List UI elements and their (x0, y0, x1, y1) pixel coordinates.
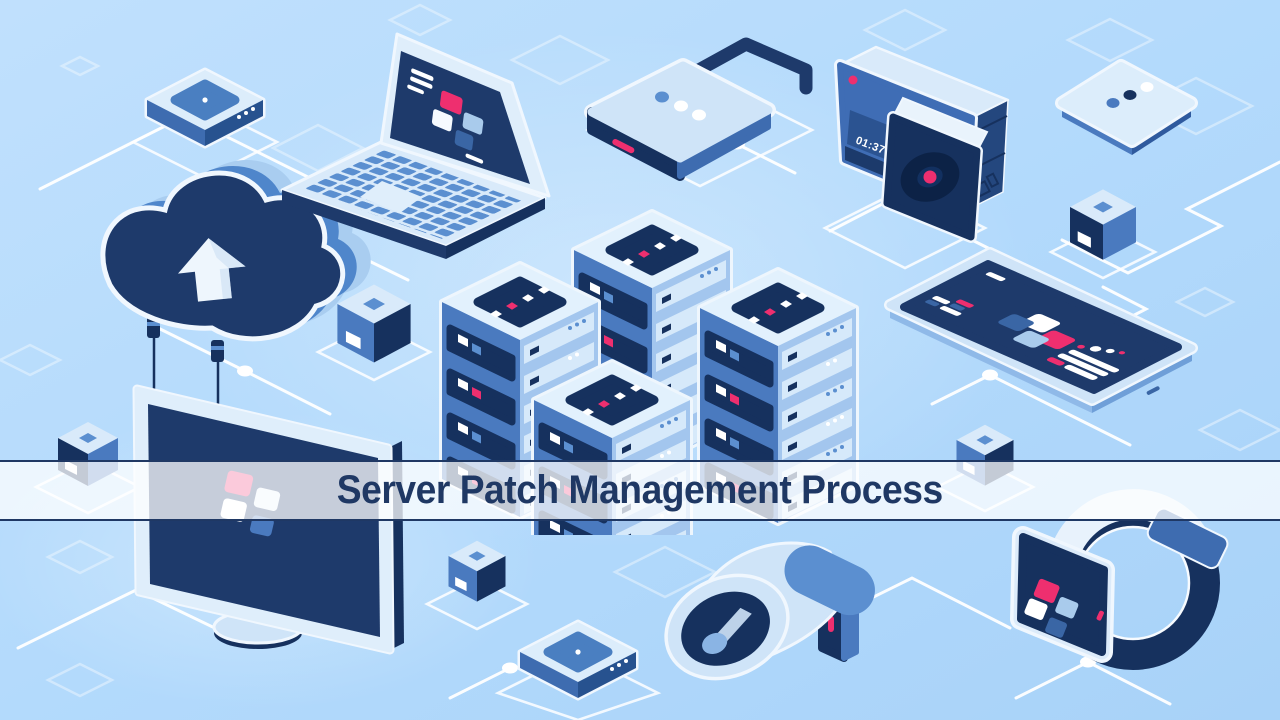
cloud-upload (100, 160, 371, 442)
tablet-side-button (1146, 386, 1160, 395)
padlock-drive (584, 37, 813, 181)
title-banner: Server Patch Management Process (0, 460, 1280, 521)
action-camera: 01:37 (834, 45, 1010, 243)
watch-side-button (1096, 610, 1104, 621)
megaphone-grip (784, 545, 875, 616)
camera-record-led (848, 75, 858, 85)
slide-title: Server Patch Management Process (337, 468, 943, 512)
flat-hub-device (1055, 59, 1198, 155)
watch-screen-content (1024, 578, 1079, 638)
padlock-pink-slot (612, 139, 635, 154)
upload-arrow-icon (177, 238, 246, 302)
megaphone-horn (664, 573, 790, 681)
laptop-screen-content (407, 68, 484, 164)
tablet-screen-content (925, 272, 1126, 380)
watch-face (1017, 533, 1108, 656)
megaphone (664, 541, 875, 681)
camera-status-screen (847, 110, 893, 161)
watch-clasp (1146, 507, 1229, 570)
tablet (884, 247, 1198, 413)
laptop-touchpad (360, 181, 422, 213)
padlock-shackle (690, 37, 813, 95)
camera-lens (923, 170, 937, 184)
laptop (280, 32, 551, 259)
